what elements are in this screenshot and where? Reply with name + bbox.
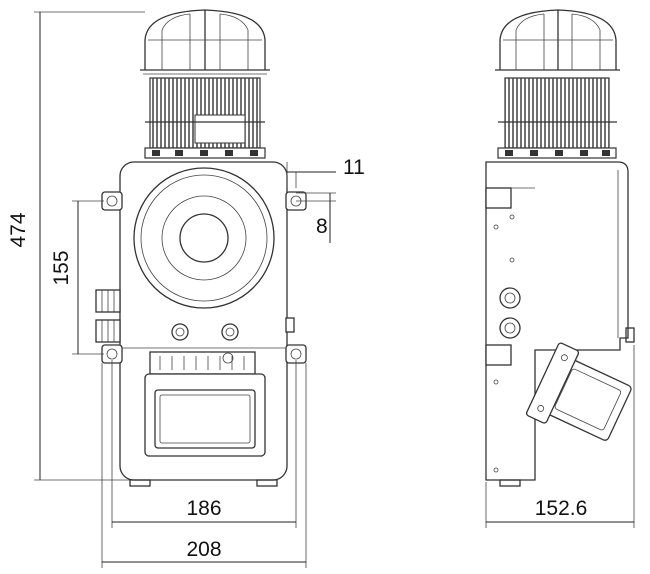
sounder-horn [133, 167, 275, 309]
side-beacon-heatsink [497, 77, 617, 159]
front-view [95, 9, 307, 487]
dim-height-total: 474 [7, 212, 30, 247]
front-beacon-heatsink [144, 77, 266, 159]
front-dimensions: 474 155 11 8 186 208 [7, 11, 365, 568]
side-beacon-cage [495, 9, 620, 71]
dim-width-body: 186 [186, 497, 221, 520]
mounting-ears [101, 191, 307, 364]
front-beacon-cage [140, 9, 270, 75]
cable-glands [95, 289, 295, 343]
side-glands [499, 287, 521, 339]
side-socket [526, 342, 632, 441]
side-dimensions: 152.6 [485, 345, 635, 528]
dim-hole-offset-horizontal: 11 [343, 156, 365, 179]
dim-hole-offset-vertical: 8 [316, 215, 328, 238]
dim-depth: 152.6 [535, 497, 588, 520]
dim-width-total: 208 [186, 538, 221, 561]
side-housing [485, 161, 635, 487]
side-view [485, 9, 635, 487]
front-indicators [171, 323, 239, 341]
front-socket [144, 351, 266, 457]
dim-mount-spacing: 155 [50, 250, 73, 285]
